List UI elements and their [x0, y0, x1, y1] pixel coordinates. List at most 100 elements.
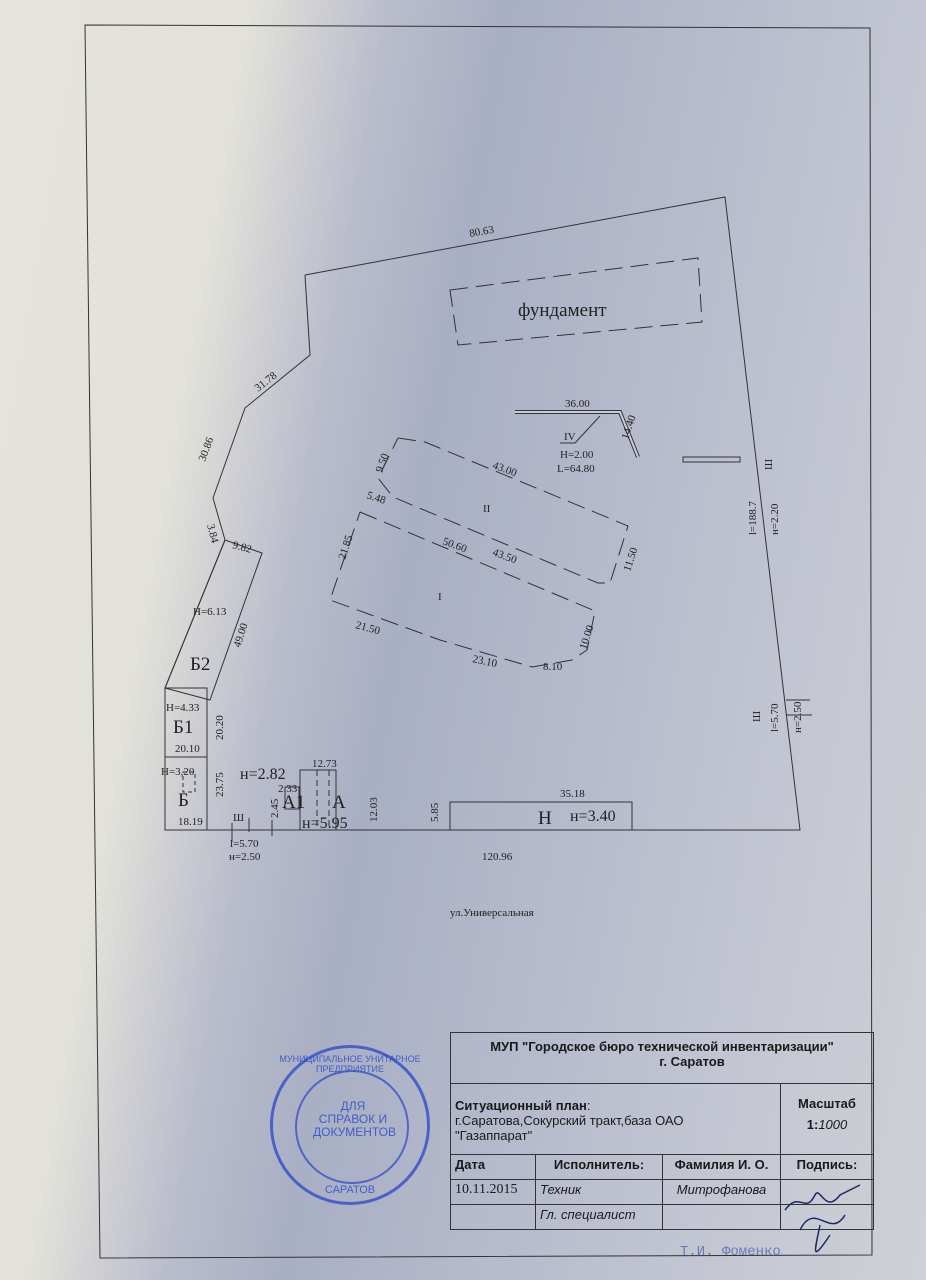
- scale-prefix: 1:: [806, 1117, 819, 1132]
- dim-label: 5.85: [429, 802, 441, 822]
- title-block-header: МУП "Городское бюро технической инвентар…: [451, 1033, 873, 1084]
- dim-label: Н=6.13: [193, 606, 227, 618]
- street-label: ул.Универсальная: [450, 907, 534, 919]
- foundation-outline: [449, 257, 703, 346]
- dim-label: 43.50: [491, 547, 519, 567]
- executor-name: Митрофанова: [663, 1180, 781, 1204]
- dim-label: 11.50: [621, 546, 640, 573]
- title-block-plan-row: Ситуационный план: г.Саратова,Сокурский …: [451, 1084, 873, 1155]
- dim-label: 5.48: [365, 489, 387, 507]
- signature-cell: [781, 1180, 873, 1204]
- dim-label: н=5.95: [302, 815, 348, 832]
- executor-role: Техник: [536, 1180, 663, 1204]
- column-executor: Исполнитель:: [536, 1155, 663, 1179]
- organization-city: г. Саратов: [659, 1054, 725, 1069]
- area-label: II: [483, 503, 491, 515]
- scale-value: 1000: [818, 1117, 848, 1132]
- date-value: 10.11.2015: [451, 1180, 536, 1204]
- fence-label: Ш: [233, 812, 244, 824]
- address-line1: г.Саратова,Сокурский тракт,база ОАО: [455, 1113, 684, 1128]
- dim-label: 30.86: [197, 435, 217, 463]
- fence-label: IV: [564, 431, 576, 443]
- specialist-role: Гл. специалист: [536, 1205, 663, 1229]
- dim-label: 23.75: [214, 772, 226, 797]
- dim-label: н=2.50: [792, 701, 804, 733]
- fence-label: Ш: [751, 711, 763, 722]
- dim-label: 3.84: [204, 523, 221, 545]
- dim-label: 49.00: [231, 621, 250, 649]
- title-block-row: 10.11.2015 Техник Митрофанова: [451, 1180, 873, 1205]
- signature-cell: [781, 1205, 873, 1229]
- sheet-frame: [84, 24, 873, 1259]
- scale-label: Масштаб: [798, 1096, 856, 1111]
- dim-label: 80.63: [468, 224, 495, 240]
- column-date: Дата: [451, 1155, 536, 1179]
- dim-label: 8.10: [543, 661, 563, 673]
- dim-label: 9.82: [231, 539, 253, 556]
- dim-label: 21.50: [354, 619, 381, 637]
- building-label: Б: [178, 790, 189, 811]
- dim-label: 36.00: [565, 398, 590, 410]
- building-a: [299, 769, 337, 831]
- foundation-label: фундамент: [518, 300, 607, 321]
- title-block-column-headers: Дата Исполнитель: Фамилия И. О. Подпись:: [451, 1155, 873, 1180]
- building-h: [449, 801, 633, 831]
- dim-label: 10.00: [577, 623, 596, 651]
- organization-name: МУП "Городское бюро технической инвентар…: [490, 1039, 834, 1054]
- dim-label: 20.20: [214, 715, 226, 740]
- empty-cell: [663, 1205, 781, 1229]
- fence-label: Ш: [763, 459, 775, 470]
- building-label: Б2: [190, 654, 210, 675]
- area-ii-outline: [377, 437, 629, 584]
- dim-label: L=64.80: [557, 463, 595, 475]
- plan-label: Ситуационный план: [455, 1098, 587, 1113]
- empty-cell: [451, 1205, 536, 1229]
- area-i-outline: [329, 511, 596, 668]
- dim-label: l=188.7: [747, 500, 759, 535]
- building-b-inner: [182, 771, 196, 793]
- address-line2: "Газаппарат": [455, 1128, 533, 1143]
- dim-label: 18.19: [178, 816, 203, 828]
- dim-label: 120.96: [482, 851, 513, 863]
- area-label: I: [438, 591, 442, 603]
- stamp-inner-text: ДЛЯ СПРАВОК И ДОКУМЕНТОВ: [313, 1099, 397, 1139]
- dim-label: н=2.82: [240, 766, 286, 783]
- building-label: Н: [538, 808, 552, 829]
- dim-label: 2.33: [278, 783, 298, 795]
- name-stamp: Т.И. Фоменко: [680, 1244, 781, 1260]
- dim-label: Н=2.00: [560, 449, 594, 461]
- dim-label: н=2.20: [769, 503, 781, 535]
- dim-label: Н=4.33: [166, 702, 200, 714]
- dim-label: 20.10: [175, 743, 200, 755]
- column-name: Фамилия И. О.: [663, 1155, 781, 1179]
- dim-label: 23.10: [471, 653, 498, 670]
- dim-label: 43.00: [491, 460, 519, 480]
- fence-iv-leader: [560, 415, 601, 444]
- dim-label: н=3.40: [570, 808, 616, 825]
- column-signature: Подпись:: [796, 1157, 858, 1172]
- dim-label: Н=3,20: [161, 766, 195, 778]
- building-b2: [164, 539, 263, 701]
- dim-label: 12.03: [368, 797, 380, 822]
- dim-label: 50.60: [441, 536, 469, 556]
- stamp-outer-text: МУНИЦИПАЛЬНОЕ УНИТАРНОЕ ПРЕДПРИЯТИЕ: [279, 1054, 421, 1074]
- building-label: Б1: [173, 717, 193, 738]
- building-a1: [284, 786, 300, 810]
- dim-label: 2.45: [269, 798, 281, 818]
- title-block: МУП "Городское бюро технической инвентар…: [450, 1032, 874, 1230]
- building-b: [164, 756, 208, 831]
- official-stamp: МУНИЦИПАЛЬНОЕ УНИТАРНОЕ ПРЕДПРИЯТИЕ ДЛЯ …: [270, 1045, 430, 1205]
- dim-label: l=5.70: [230, 838, 259, 850]
- dim-label: 35.18: [560, 788, 585, 800]
- dim-label: 9.50: [374, 451, 392, 474]
- dim-label: н=2.50: [229, 851, 261, 863]
- small-structure: [682, 456, 741, 463]
- title-block-row: Гл. специалист: [451, 1205, 873, 1229]
- dim-label: l=5.70: [769, 703, 781, 732]
- building-label: А: [332, 792, 346, 813]
- building-label: А1: [282, 792, 305, 813]
- dim-label: 12.73: [312, 758, 337, 770]
- dim-label: 21.85: [336, 533, 355, 561]
- fence-iv: [515, 411, 639, 458]
